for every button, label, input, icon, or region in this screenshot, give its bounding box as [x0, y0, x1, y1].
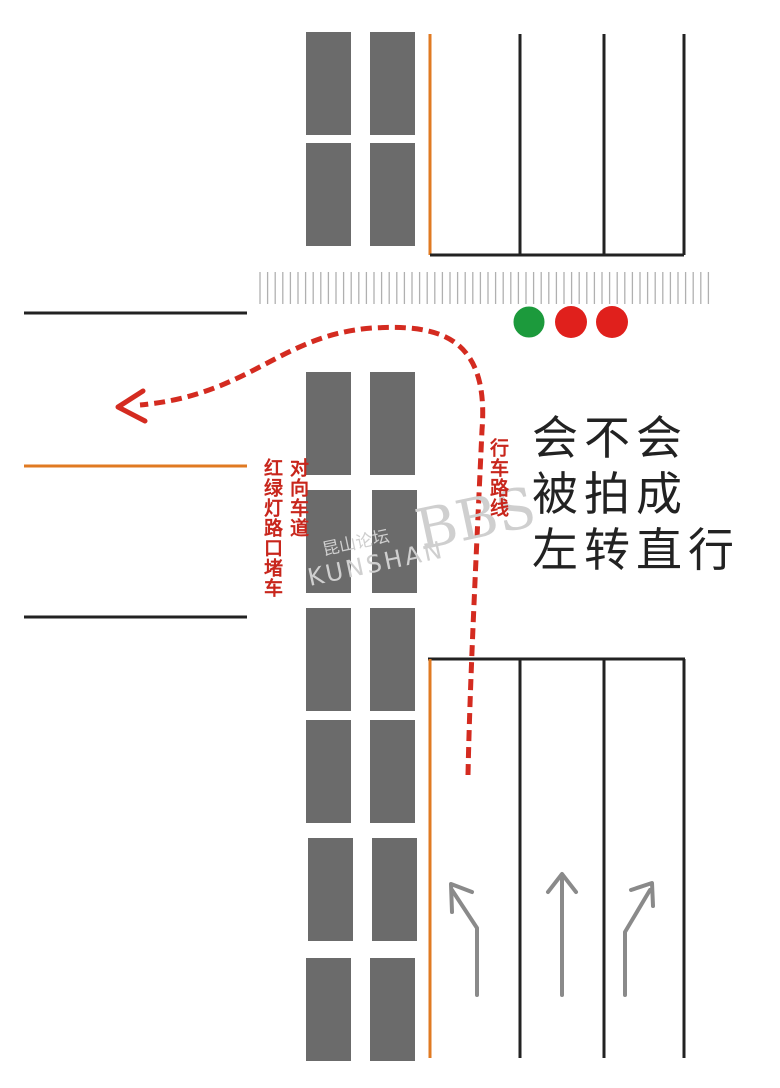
signal-red	[596, 306, 628, 338]
right-turn-arrow	[623, 881, 655, 997]
vehicle	[370, 608, 415, 711]
signal-red	[555, 306, 587, 338]
vehicle	[306, 608, 351, 711]
question-line-1: 会不会	[532, 411, 688, 465]
label-oncoming-lane: 对向车道	[287, 458, 309, 538]
question-line-3: 左转直行	[532, 523, 740, 577]
vehicle	[308, 838, 353, 941]
vehicle	[306, 720, 351, 823]
vehicle	[370, 958, 415, 1061]
vehicle	[372, 838, 417, 941]
straight-arrow	[546, 872, 578, 997]
question-text: 会不会 被拍成 左转直行	[532, 410, 772, 578]
vehicle	[306, 32, 351, 135]
vehicle	[306, 958, 351, 1061]
left-turn-arrow	[449, 882, 479, 997]
route-arrowhead	[115, 388, 148, 424]
traffic-light	[512, 305, 628, 339]
question-line-2: 被拍成	[532, 467, 688, 521]
label-route: 行车路线	[487, 438, 509, 518]
vehicle	[306, 490, 351, 593]
vehicle	[370, 32, 415, 135]
signal-green	[512, 305, 546, 339]
label-jam: 红绿灯路口堵车	[261, 458, 283, 598]
driving-route	[115, 324, 486, 776]
vehicle	[370, 372, 415, 475]
vehicle	[306, 372, 351, 475]
vehicle	[306, 143, 351, 246]
vehicle	[372, 490, 417, 593]
vehicle	[370, 720, 415, 823]
queued-vehicles	[306, 32, 417, 1061]
crosswalk	[259, 272, 710, 304]
vehicle	[370, 143, 415, 246]
